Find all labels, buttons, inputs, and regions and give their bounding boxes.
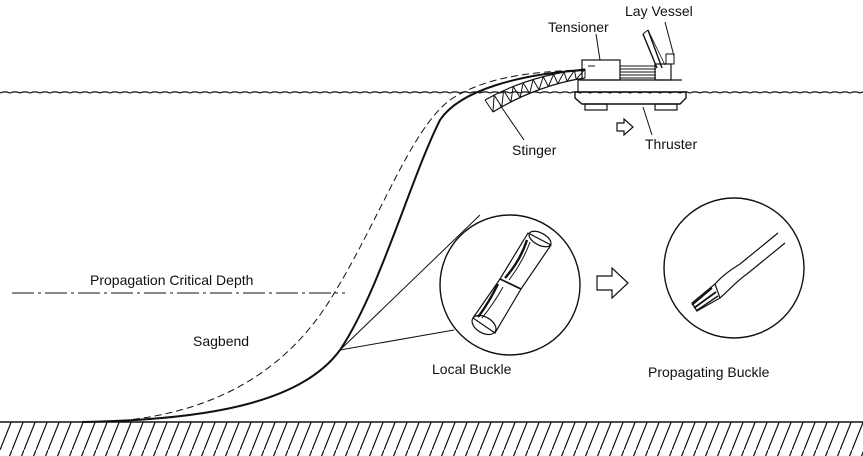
stinger (484, 68, 586, 113)
thruster-arrow-icon (616, 117, 634, 137)
stinger-label: Stinger (512, 142, 557, 158)
tensioner-label: Tensioner (548, 19, 609, 35)
lay-vessel-label: Lay Vessel (625, 3, 693, 19)
stinger-leader (499, 104, 525, 141)
sagbend-label: Sagbend (193, 333, 249, 349)
thruster-leader (642, 106, 653, 136)
pipe-profile-dashed (99, 69, 581, 423)
propagating-buckle-label: Propagating Buckle (648, 364, 770, 380)
tensioner-leader (595, 33, 601, 61)
lay-vessel-leader (664, 21, 675, 57)
propagating-buckle-detail (663, 197, 805, 339)
lay-vessel (574, 29, 687, 111)
pipe-profile (81, 69, 586, 423)
detail-arrow-icon (596, 266, 629, 300)
sea-surface (0, 91, 863, 94)
local-buckle-detail (339, 214, 581, 356)
tensioner-unit (581, 59, 621, 81)
thruster-label: Thruster (645, 136, 697, 152)
seabed (0, 421, 863, 456)
local-buckle-label: Local Buckle (432, 361, 512, 377)
propagation-critical-depth-label: Propagation Critical Depth (90, 272, 253, 288)
